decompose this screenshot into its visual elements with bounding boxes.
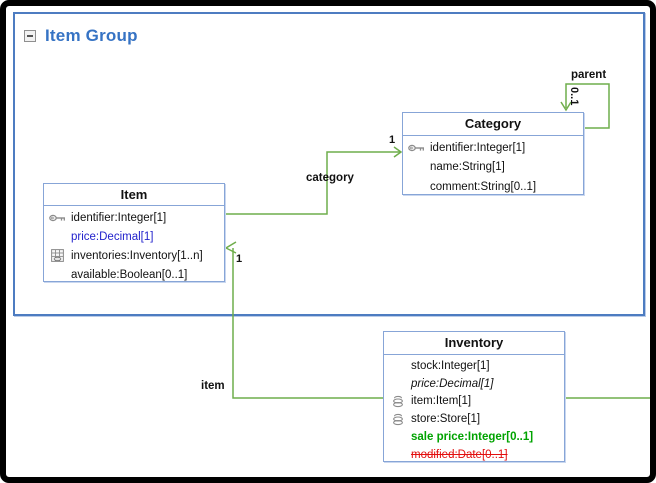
reference-icon: [384, 395, 411, 408]
key-icon: [44, 213, 71, 223]
key-icon: [408, 144, 424, 151]
attribute-row[interactable]: modified:Date[0..1]: [384, 446, 564, 464]
cardinality-item[interactable]: 1: [236, 253, 243, 265]
attribute-row[interactable]: available:Boolean[0..1]: [44, 265, 224, 284]
attribute-text: inventories:Inventory[1..n]: [71, 249, 203, 262]
attribute-text: item:Item[1]: [411, 395, 472, 408]
reference-icon: [384, 413, 411, 426]
attribute-text: name:String[1]: [430, 161, 505, 174]
table-icon: [44, 249, 71, 262]
cardinality-parent[interactable]: 0..1: [568, 87, 580, 106]
attribute-row[interactable]: inventories:Inventory[1..n]: [44, 246, 224, 265]
entity-category-title: Category: [403, 113, 583, 136]
entity-category-attributes: identifier:Integer[1] name:String[1] comme…: [403, 136, 583, 197]
attribute-text: modified:Date[0..1]: [411, 448, 508, 461]
item-group-container[interactable]: Item Group: [13, 12, 645, 316]
edge-parent-arrowhead: [560, 101, 572, 112]
item-group-title: Item Group: [45, 26, 138, 45]
edge-category-arrowhead: [393, 146, 403, 158]
entity-category[interactable]: Category identifier:Integer[1] name:Strin…: [402, 112, 584, 195]
attribute-text: comment:String[0..1]: [430, 180, 537, 193]
attribute-row[interactable]: price:Decimal[1]: [44, 227, 224, 246]
entity-inventory-title: Inventory: [384, 332, 564, 355]
key-icon: [49, 214, 65, 221]
attribute-row[interactable]: sale price:Integer[0..1]: [384, 428, 564, 446]
attribute-text: price:Decimal[1]: [71, 230, 154, 243]
attribute-row[interactable]: price:Decimal[1]: [384, 375, 564, 393]
collapse-icon[interactable]: [24, 30, 36, 42]
table-icon: [51, 249, 64, 262]
edge-item[interactable]: [232, 248, 383, 399]
attribute-row[interactable]: name:String[1]: [403, 158, 583, 178]
attribute-text: sale price:Integer[0..1]: [411, 431, 534, 444]
attribute-text: price:Decimal[1]: [411, 377, 494, 390]
item-group-header: Item Group: [24, 26, 138, 46]
attribute-row[interactable]: store:Store[1]: [384, 410, 564, 428]
minus-glyph: [27, 35, 33, 37]
edge-label-item[interactable]: item: [201, 380, 225, 392]
attribute-text: stock:Integer[1]: [411, 359, 490, 372]
attribute-row[interactable]: identifier:Integer[1]: [44, 208, 224, 227]
entity-inventory[interactable]: Inventory stock:Integer[1] price:Decimal[…: [383, 331, 565, 462]
reference-icon: [392, 413, 403, 425]
edge-label-category[interactable]: category: [306, 172, 354, 184]
edge-item-arrowhead: [224, 241, 237, 254]
attribute-row[interactable]: stock:Integer[1]: [384, 357, 564, 375]
edge-parent[interactable]: [565, 83, 610, 129]
attribute-text: store:Store[1]: [411, 413, 481, 426]
attribute-row[interactable]: item:Item[1]: [384, 393, 564, 411]
entity-inventory-attributes: stock:Integer[1] price:Decimal[1] item:It…: [384, 355, 564, 464]
attribute-row[interactable]: identifier:Integer[1]: [403, 138, 583, 158]
key-icon: [403, 143, 430, 153]
edge-label-parent[interactable]: parent: [571, 69, 607, 81]
reference-icon: [392, 395, 403, 408]
entity-item[interactable]: Item identifier:Integer[1] price:Decimal[…: [43, 183, 225, 282]
entity-item-title: Item: [44, 184, 224, 206]
attribute-text: available:Boolean[0..1]: [71, 268, 188, 281]
edge-category[interactable]: [225, 151, 400, 215]
entity-item-attributes: identifier:Integer[1] price:Decimal[1] in…: [44, 206, 224, 284]
attribute-text: identifier:Integer[1]: [71, 211, 167, 224]
attribute-row[interactable]: comment:String[0..1]: [403, 177, 583, 197]
attribute-text: identifier:Integer[1]: [430, 141, 526, 154]
cardinality-category[interactable]: 1: [389, 134, 396, 146]
